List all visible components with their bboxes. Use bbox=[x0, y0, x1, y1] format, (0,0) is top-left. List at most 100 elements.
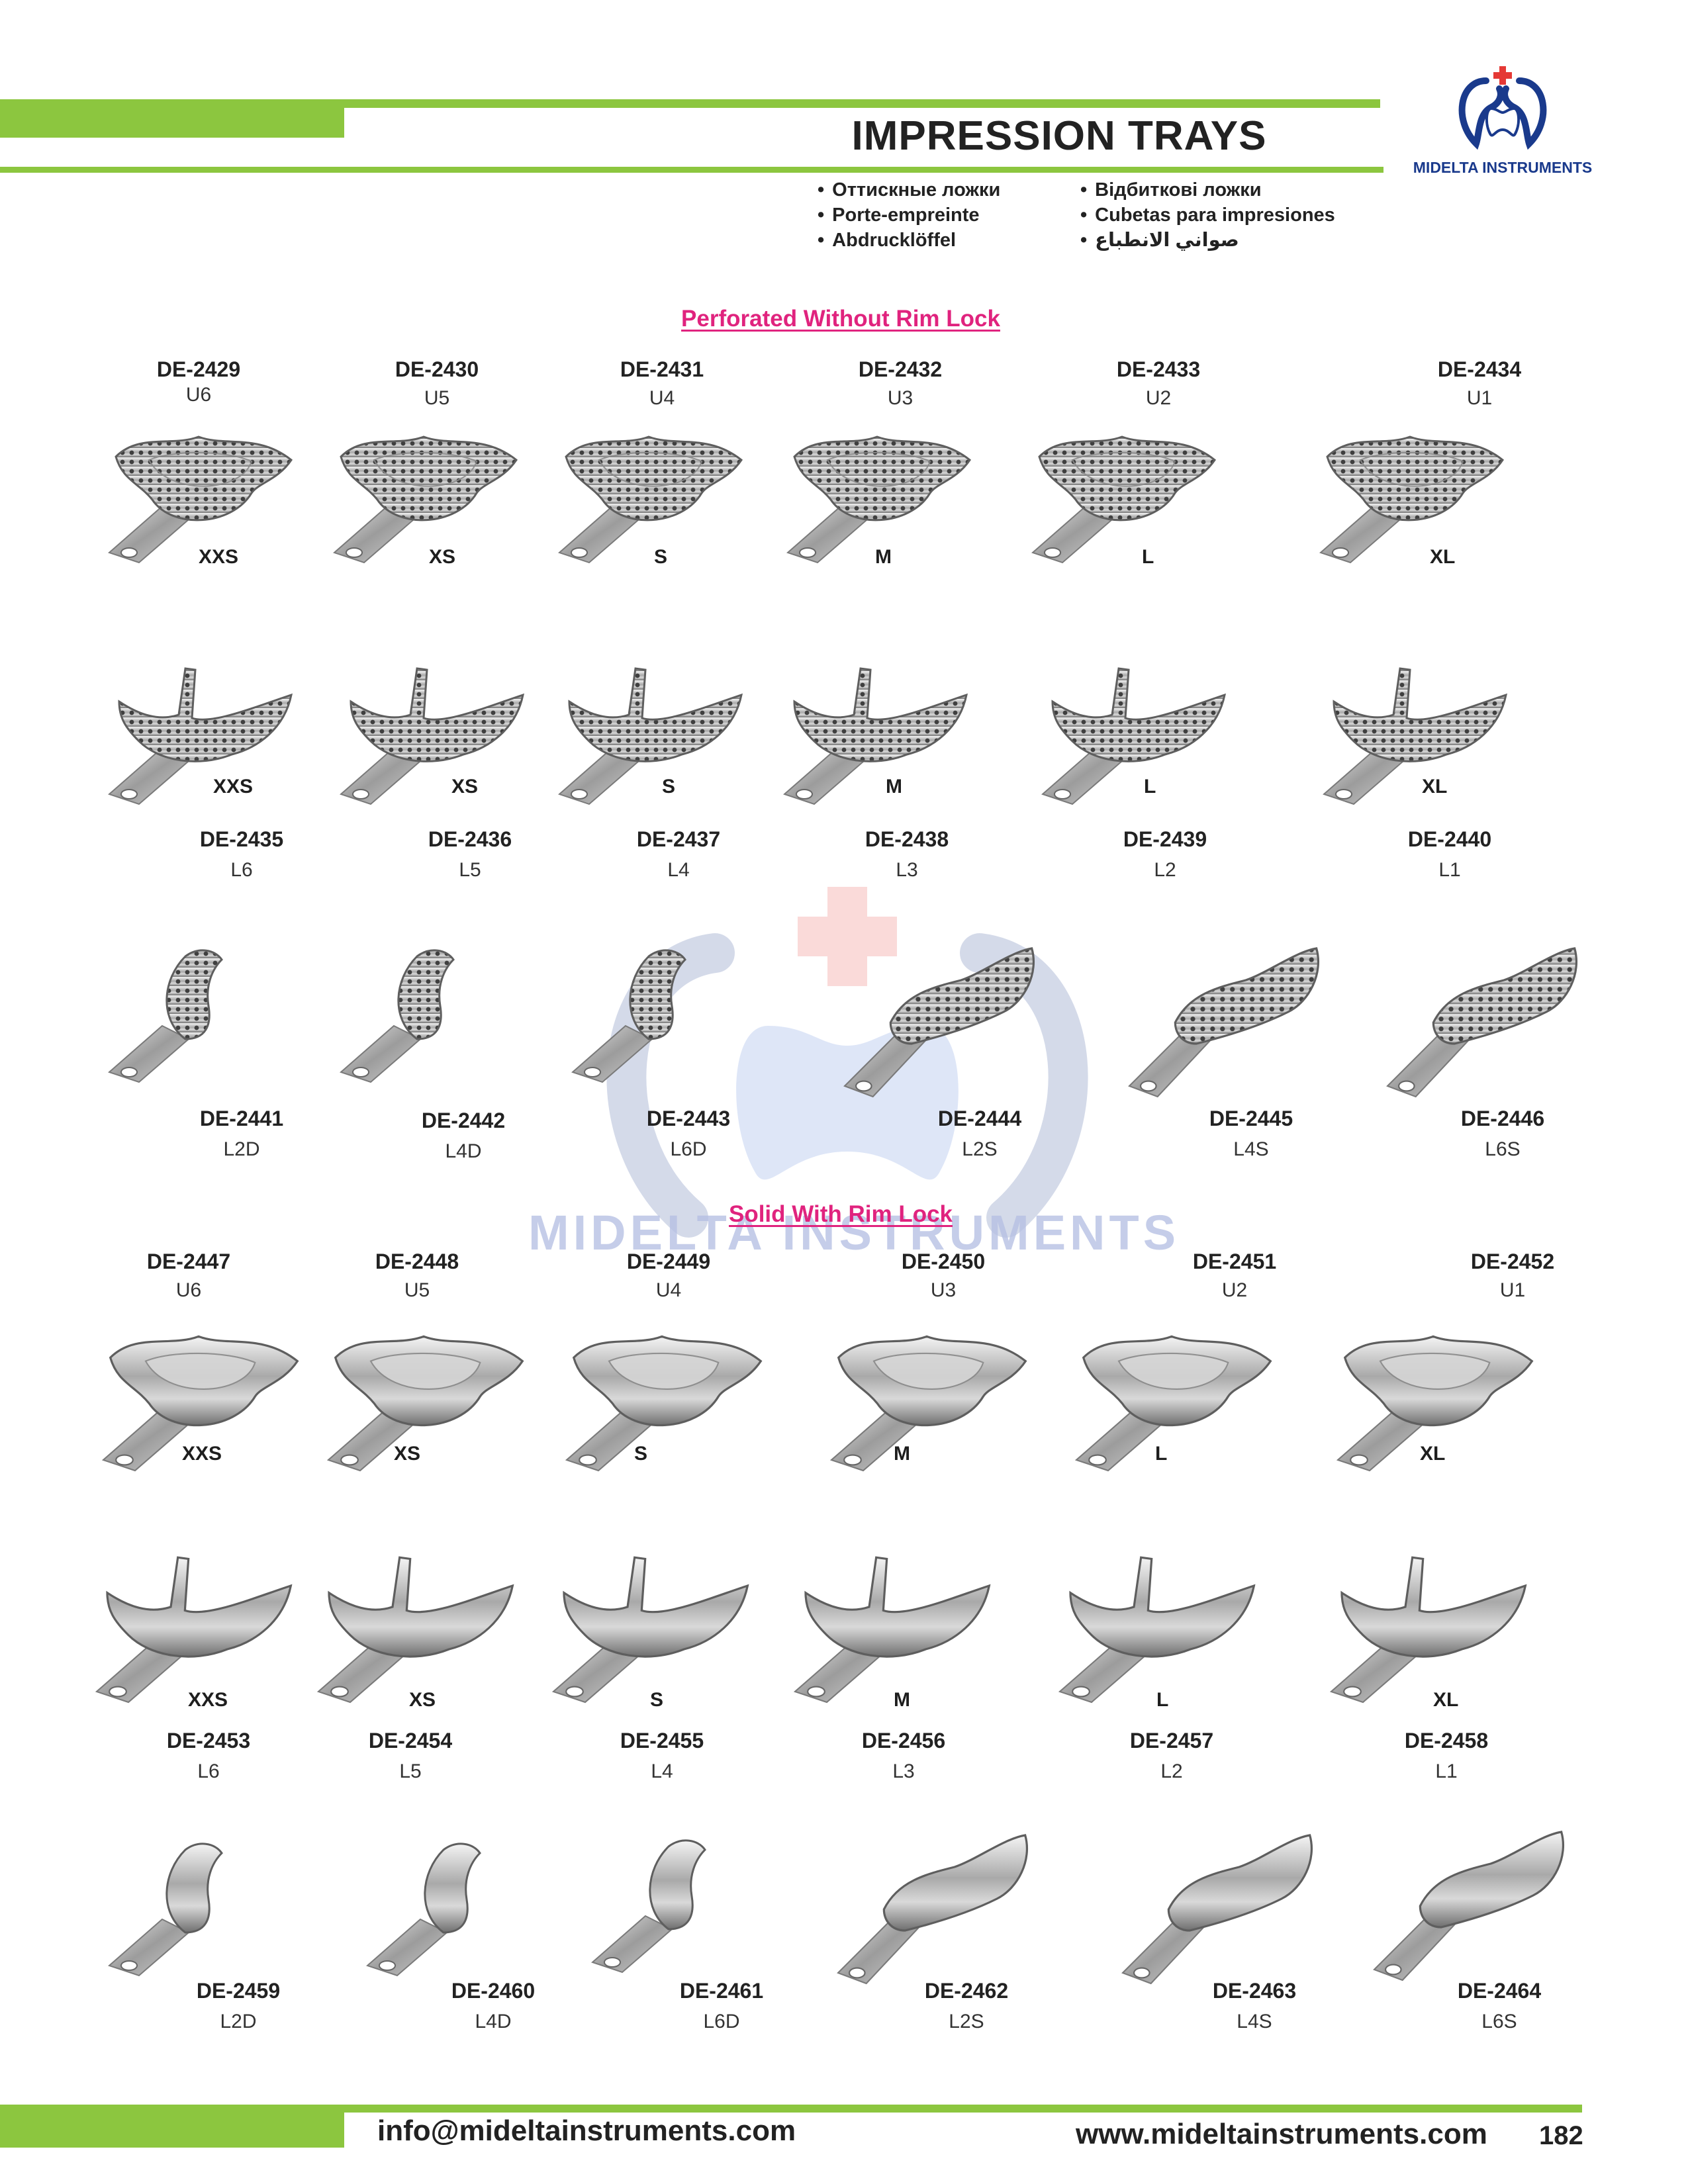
solid-special-tray-icon bbox=[366, 1843, 481, 1977]
product-item: DE-2456 L3 bbox=[804, 1729, 1003, 1788]
product-item: DE-2464 L6S bbox=[1400, 1979, 1599, 2038]
product-variant: L1 bbox=[1438, 859, 1461, 881]
product-item: DE-2430 U5 bbox=[338, 357, 536, 609]
product-item: DE-2432 U3 bbox=[801, 357, 1000, 609]
product-item: DE-2437 L4 bbox=[579, 827, 778, 887]
product-variant: U6 bbox=[175, 1279, 202, 1301]
product-item: DE-2458 L1 bbox=[1347, 1729, 1546, 1788]
page-number: 182 bbox=[1539, 2121, 1583, 2150]
product-code: DE-2438 bbox=[865, 827, 949, 851]
product-item: DE-2442 L4D bbox=[364, 1109, 563, 1168]
product-code: DE-2431 bbox=[620, 357, 704, 381]
size-label: XXS bbox=[199, 546, 239, 568]
product-item: DE-2433 U2 bbox=[1059, 357, 1258, 609]
tooth-logo-icon bbox=[1458, 66, 1547, 150]
perforated-sectional-tray-icon bbox=[1386, 947, 1578, 1098]
perforated-upper-tray-icon bbox=[558, 435, 743, 564]
size-label: XS bbox=[429, 546, 456, 568]
product-code: DE-2443 bbox=[646, 1107, 731, 1130]
solid-lower-tray-icon bbox=[793, 1556, 991, 1704]
product-variant: L4 bbox=[667, 859, 690, 881]
header-bar-bottom bbox=[0, 167, 1383, 173]
product-variant: U5 bbox=[424, 387, 450, 409]
product-item: DE-2446 L6S bbox=[1403, 1107, 1602, 1166]
product-code: DE-2429 bbox=[156, 357, 241, 381]
product-item: DE-2445 L4S bbox=[1152, 1107, 1350, 1166]
product-code: DE-2447 bbox=[146, 1250, 231, 1273]
product-item: DE-2459 L2D bbox=[139, 1979, 338, 2038]
solid-sectional-tray-icon bbox=[1373, 1831, 1565, 1981]
product-item: DE-2439 L2 bbox=[1066, 827, 1264, 887]
product-code: DE-2436 bbox=[428, 827, 512, 851]
translation-item: صواني الانطباع bbox=[1080, 228, 1335, 253]
size-label: S bbox=[650, 1689, 664, 1711]
product-item: DE-2444 L2S bbox=[880, 1107, 1079, 1166]
product-variant: L4S bbox=[1237, 2011, 1272, 2032]
size-label: XS bbox=[394, 1443, 421, 1465]
product-code: DE-2462 bbox=[924, 1979, 1009, 2003]
product-code: DE-2444 bbox=[937, 1107, 1022, 1130]
size-label: XL bbox=[1433, 1689, 1459, 1711]
solid-sectional-tray-icon bbox=[1121, 1834, 1313, 1985]
solid-upper-tray-icon bbox=[1074, 1335, 1272, 1472]
product-item: DE-2443 L6D bbox=[589, 1107, 788, 1166]
header-bar-left-block bbox=[0, 99, 344, 138]
product-item: DE-2438 L3 bbox=[808, 827, 1006, 887]
product-variant: L6D bbox=[670, 1138, 707, 1160]
product-item: DE-2463 L4S bbox=[1155, 1979, 1354, 2038]
product-variant: L2S bbox=[962, 1138, 998, 1160]
product-variant: U3 bbox=[887, 387, 914, 409]
perforated-lower-tray-icon bbox=[108, 667, 293, 805]
size-label: M bbox=[894, 1689, 910, 1711]
solid-lower-tray-icon bbox=[1058, 1556, 1256, 1704]
size-label: XS bbox=[409, 1689, 436, 1711]
product-variant: U5 bbox=[404, 1279, 430, 1301]
product-code: DE-2445 bbox=[1209, 1107, 1293, 1130]
perforated-special-tray-icon bbox=[340, 949, 455, 1083]
product-variant: L4 bbox=[651, 1760, 673, 1782]
perforated-sectional-tray-icon bbox=[843, 947, 1035, 1098]
product-variant: L3 bbox=[896, 859, 918, 881]
product-code: DE-2455 bbox=[620, 1729, 704, 1752]
product-variant: U6 bbox=[185, 384, 212, 406]
product-item: DE-2462 L2S bbox=[867, 1979, 1066, 2038]
brand-name: MIDELTA INSTRUMENTS bbox=[1413, 159, 1593, 176]
product-item: DE-2436 L5 bbox=[371, 827, 569, 887]
product-code: DE-2441 bbox=[199, 1107, 284, 1130]
solid-upper-tray-icon bbox=[565, 1335, 763, 1472]
product-code: DE-2463 bbox=[1212, 1979, 1297, 2003]
product-variant: L2S bbox=[949, 2011, 984, 2032]
product-item: DE-2451 U2 bbox=[1135, 1250, 1334, 1309]
product-variant: L4D bbox=[445, 1140, 482, 1162]
section-solid-title: Solid With Rim Lock bbox=[728, 1201, 953, 1227]
size-label: XL bbox=[1420, 1443, 1446, 1465]
product-code: DE-2430 bbox=[395, 357, 479, 381]
product-variant: L6D bbox=[703, 2011, 740, 2032]
footer-email[interactable]: info@mideltainstruments.com bbox=[377, 2115, 796, 2147]
product-variant: U4 bbox=[649, 387, 675, 409]
product-item: DE-2447 U6 bbox=[89, 1250, 288, 1309]
translation-item: Abdrucklöffel bbox=[818, 228, 1000, 253]
product-variant: L2 bbox=[1160, 1760, 1183, 1782]
size-label: L bbox=[1155, 1443, 1168, 1465]
watermark-text: MIDELTA INSTRUMENTS bbox=[528, 1205, 1180, 1260]
product-item: DE-2452 U1 bbox=[1413, 1250, 1612, 1309]
product-item: DE-2457 L2 bbox=[1072, 1729, 1271, 1788]
product-code: DE-2433 bbox=[1116, 357, 1201, 381]
product-variant: L2D bbox=[220, 2011, 257, 2032]
product-item: DE-2440 L1 bbox=[1350, 827, 1549, 887]
footer-website[interactable]: www.mideltainstruments.com bbox=[1076, 2118, 1487, 2150]
product-variant: L4S bbox=[1233, 1138, 1269, 1160]
product-variant: U2 bbox=[1145, 387, 1172, 409]
solid-upper-tray-icon bbox=[101, 1335, 299, 1472]
solid-upper-tray-icon bbox=[1336, 1335, 1534, 1472]
translation-item: Porte-empreinte bbox=[818, 203, 1000, 228]
size-label: L bbox=[1142, 546, 1154, 568]
product-variant: U4 bbox=[655, 1279, 682, 1301]
product-code: DE-2464 bbox=[1457, 1979, 1542, 2003]
product-variant: L2D bbox=[223, 1138, 260, 1160]
perforated-upper-tray-icon bbox=[108, 435, 293, 564]
size-label: M bbox=[894, 1443, 910, 1465]
translations-left: Оттискные ложки Porte-empreinte Abdruckl… bbox=[818, 177, 1000, 253]
product-item: DE-2448 U5 bbox=[318, 1250, 516, 1309]
